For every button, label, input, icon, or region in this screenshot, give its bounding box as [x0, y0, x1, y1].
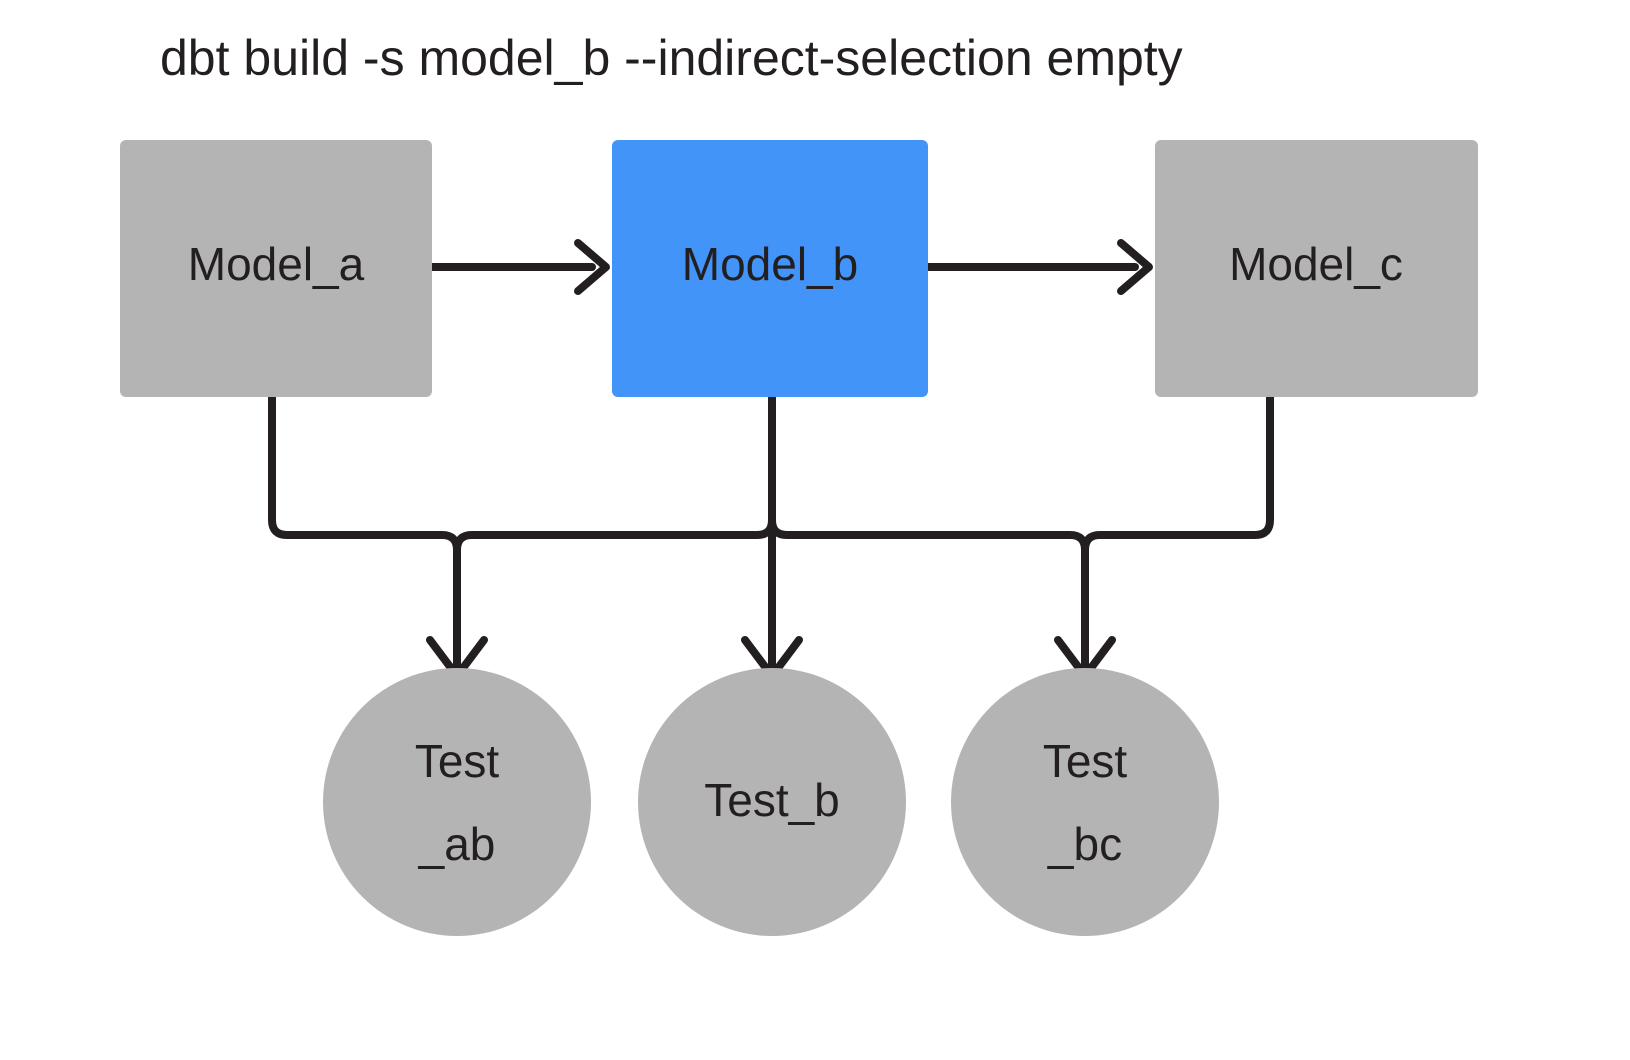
- edge-line: [453, 393, 776, 674]
- test-node-test_b[interactable]: Test_b: [638, 668, 906, 936]
- model-node-label: Model_b: [682, 238, 858, 290]
- model-node-shape[interactable]: [1155, 140, 1478, 397]
- diagram-title: dbt build -s model_b --indirect-selectio…: [160, 30, 1183, 86]
- model-node-model_b[interactable]: Model_b: [612, 140, 928, 397]
- edge-model_a-to-model_b: [428, 239, 610, 295]
- edge-model_c-to-test_bc: [1081, 393, 1274, 674]
- test-node-label-line: Test: [415, 735, 500, 787]
- test-node-shape[interactable]: [323, 668, 591, 936]
- model-node-shape[interactable]: [120, 140, 432, 397]
- edge-line: [1081, 393, 1274, 674]
- edge-model_b-to-test_bc: [768, 393, 1116, 680]
- edge-model_b-to-model_c: [924, 239, 1153, 295]
- model-node-label: Model_c: [1229, 238, 1403, 290]
- model-node-shape[interactable]: [612, 140, 928, 397]
- edge-model_b-to-test_ab: [453, 393, 776, 674]
- test-node-shape[interactable]: [951, 668, 1219, 936]
- test-node-label-line: _bc: [1047, 818, 1122, 870]
- model-node-label: Model_a: [188, 238, 365, 290]
- test-node-label-line: Test_b: [704, 774, 840, 826]
- arrow-head-icon: [1117, 239, 1153, 295]
- test-node-test_ab[interactable]: Test _ab: [323, 668, 591, 936]
- edge-line: [268, 393, 461, 674]
- model-node-model_c[interactable]: Model_c: [1155, 140, 1478, 397]
- edge-model_a-to-test_ab: [268, 393, 488, 680]
- model-node-model_a[interactable]: Model_a: [120, 140, 432, 397]
- edge-line: [768, 393, 1089, 674]
- arrow-head-icon: [574, 239, 610, 295]
- test-node-label-line: Test: [1043, 735, 1128, 787]
- test-node-test_bc[interactable]: Test _bc: [951, 668, 1219, 936]
- test-node-shape[interactable]: [638, 668, 906, 936]
- edge-layer: [268, 239, 1274, 680]
- test-node-label-line: _ab: [418, 818, 496, 870]
